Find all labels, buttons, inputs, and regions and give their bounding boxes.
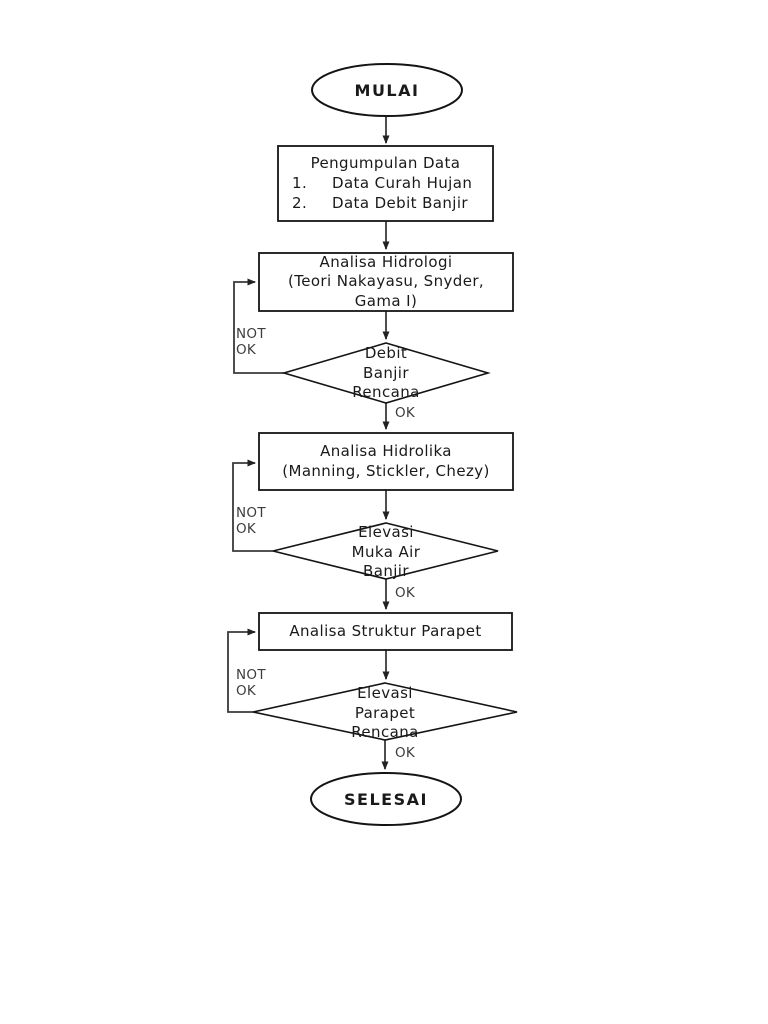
notok-line1: NOT — [236, 505, 266, 521]
decision3-line1: Elevasi — [357, 684, 413, 702]
decision1-line2: Banjir — [363, 363, 409, 382]
hidrolika-text: Analisa Hidrolika (Manning, Stickler, Ch… — [259, 433, 513, 490]
decision2-text: Elevasi Muka Air Banjir — [306, 523, 466, 582]
decision1-text: Debit Banjir Rencana — [306, 344, 466, 403]
decision2-notok-label: NOT OK — [236, 505, 266, 537]
parapet-text: Analisa Struktur Parapet — [259, 613, 512, 650]
hidrologi-process-box — [258, 252, 514, 312]
notok-line2: OK — [236, 521, 257, 537]
hidrologi-line1: Analisa Hidrologi — [319, 252, 453, 271]
end-label: SELESAI — [344, 789, 428, 809]
collect-item-number: 2. — [292, 194, 308, 212]
collect-item-number: 1. — [292, 174, 308, 192]
collect-data-item: 2. Data Debit Banjir — [278, 193, 493, 213]
collect-data-item: 1. Data Curah Hujan — [278, 173, 493, 193]
decision1-line1: Debit — [364, 344, 408, 362]
collect-data-text: Pengumpulan Data 1. Data Curah Hujan 2. … — [278, 146, 493, 221]
decision2-diamond — [272, 522, 499, 580]
decision1-notok-label: NOT OK — [236, 326, 266, 358]
decision2-line1: Elevasi — [358, 523, 414, 541]
collect-item-text: Data Curah Hujan — [332, 174, 473, 192]
loop-arrow-decision1-notok — [233, 278, 284, 374]
start-label: MULAI — [354, 80, 420, 100]
decision2-ok-label: OK — [395, 585, 416, 601]
hidrolika-line1: Analisa Hidrolika — [320, 442, 452, 460]
decision2-line2: Muka Air — [351, 542, 421, 561]
notok-line1: NOT — [236, 667, 266, 683]
hidrologi-text: Analisa Hidrologi (Teori Nakayasu, Snyde… — [259, 253, 513, 311]
decision3-line3: Rencana — [351, 723, 419, 741]
collect-data-title: Pengumpulan Data — [310, 154, 461, 172]
collect-item-text: Data Debit Banjir — [332, 194, 468, 212]
hidrolika-process-box — [258, 432, 514, 491]
notok-line2: OK — [236, 683, 257, 699]
hidrologi-line3: Gama I) — [354, 291, 418, 310]
decision3-ok-label: OK — [395, 745, 416, 761]
notok-line1: NOT — [236, 326, 266, 342]
decision3-diamond — [252, 682, 518, 741]
decision1-ok-label: OK — [395, 405, 416, 421]
start-terminator-ellipse — [311, 63, 463, 117]
collect-data-box — [277, 145, 494, 222]
decision3-text: Elevasi Parapet Rencana — [305, 684, 465, 743]
parapet-line1: Analisa Struktur Parapet — [289, 621, 482, 640]
hidrologi-line2: (Teori Nakayasu, Snyder, — [287, 272, 485, 291]
loop-arrow-decision2-notok — [232, 459, 273, 552]
decision3-notok-label: NOT OK — [236, 667, 266, 699]
loop-arrow-decision3-notok — [227, 628, 256, 713]
parapet-process-box — [258, 612, 513, 651]
hidrolika-line2: (Manning, Stickler, Chezy) — [282, 461, 490, 480]
decision1-line3: Rencana — [352, 383, 420, 401]
decision2-line3: Banjir — [363, 562, 409, 580]
decision1-diamond — [281, 342, 491, 404]
decision3-line2: Parapet — [354, 703, 416, 722]
notok-line2: OK — [236, 342, 257, 358]
end-terminator-ellipse — [310, 772, 462, 826]
